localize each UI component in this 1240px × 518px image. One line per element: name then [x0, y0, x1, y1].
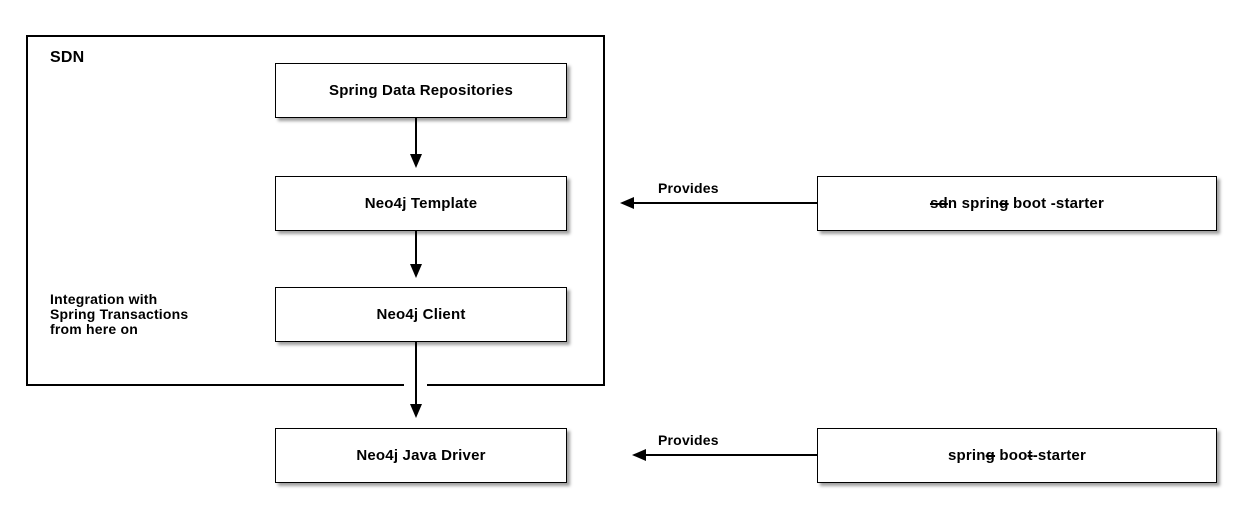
arrowhead-down-icon — [410, 154, 422, 168]
provides-label-top: Provides — [658, 180, 719, 196]
arrow-line-client-to-driver — [415, 342, 417, 405]
integration-note-line: Integration with — [50, 291, 158, 307]
node-label: Neo4j Client — [376, 306, 466, 323]
arrow-line-template-to-client — [415, 231, 417, 265]
integration-note: Integration with Spring Transactions fro… — [50, 292, 188, 337]
node-spring-data-repositories: Spring Data Repositories — [275, 63, 567, 118]
integration-note-line: Spring Transactions — [50, 306, 189, 322]
node-neo4j-template: Neo4j Template — [275, 176, 567, 231]
node-label: spring boot-starter — [947, 447, 1087, 464]
provides-label-bottom: Provides — [658, 432, 719, 448]
sdn-container-label: SDN — [50, 49, 85, 66]
arrow-line-starter-sdn-provides — [633, 202, 817, 204]
node-sdn-spring-boot-starter: sdn spring boot -starter — [817, 176, 1217, 231]
arrow-line-starter-boot-provides — [645, 454, 817, 456]
node-spring-boot-starter: spring boot-starter — [817, 428, 1217, 483]
node-label: Spring Data Repositories — [328, 82, 513, 99]
node-label: sdn spring boot -starter — [929, 195, 1104, 212]
arrowhead-down-icon — [410, 264, 422, 278]
arrowhead-left-icon — [620, 197, 634, 209]
arrowhead-left-icon — [632, 449, 646, 461]
integration-note-line: from here on — [50, 321, 138, 337]
node-label: Neo4j Java Driver — [356, 447, 486, 464]
node-neo4j-java-driver: Neo4j Java Driver — [275, 428, 567, 483]
node-neo4j-client: Neo4j Client — [275, 287, 567, 342]
arrowhead-down-icon — [410, 404, 422, 418]
sdn-container — [26, 35, 605, 386]
node-label: Neo4j Template — [364, 195, 478, 212]
arrow-line-repositories-to-template — [415, 118, 417, 156]
